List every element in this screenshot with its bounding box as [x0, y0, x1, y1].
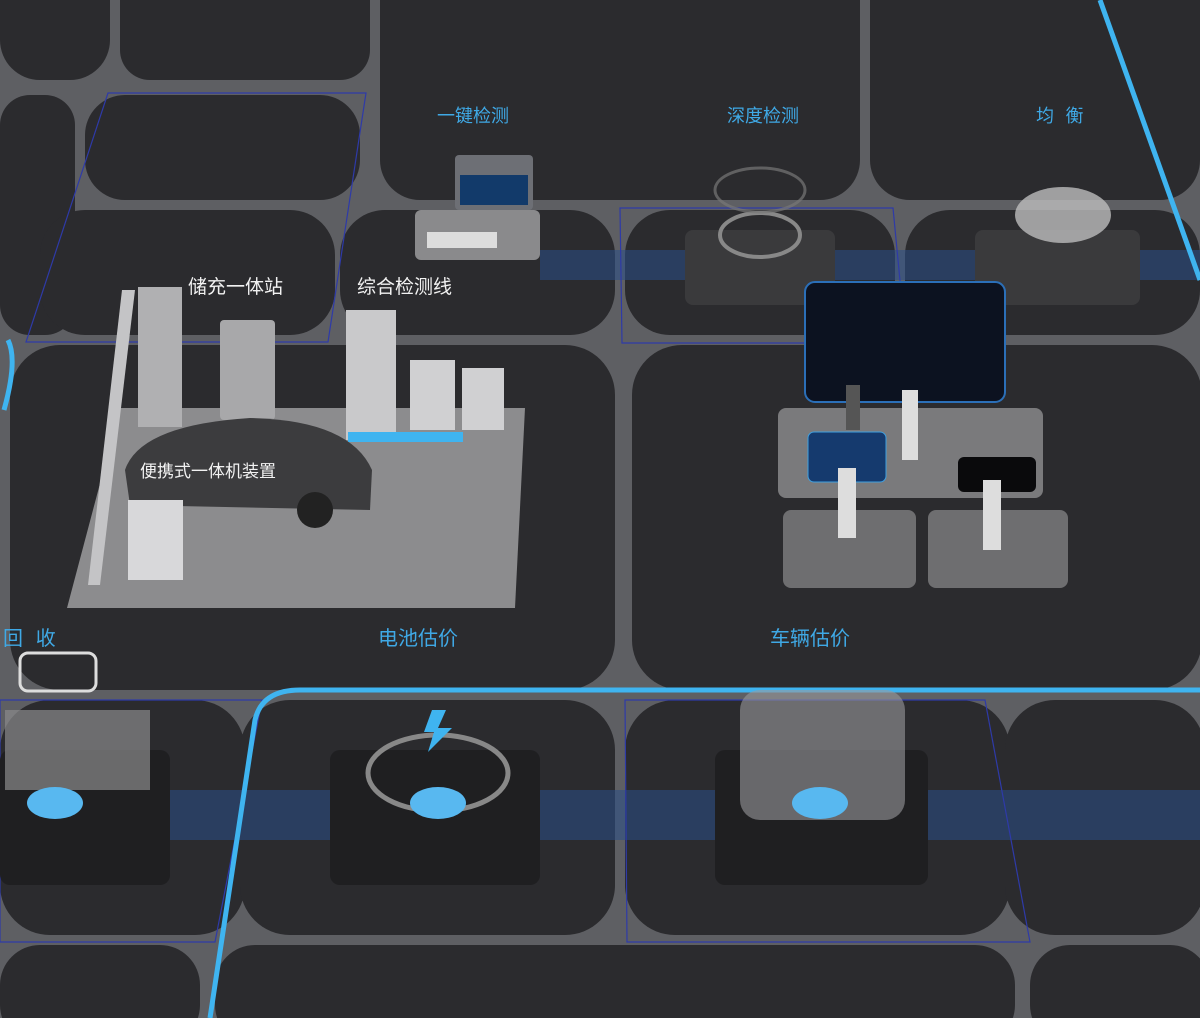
data-flow-strips	[150, 250, 1200, 840]
station-label-balance[interactable]: 均 衡	[1036, 106, 1084, 127]
station-label-vehicle-valuation[interactable]: 车辆估价	[770, 626, 850, 650]
station-label-deep-test[interactable]: 深度检测	[727, 106, 799, 127]
station-models	[0, 155, 1140, 885]
station-label-recycle[interactable]: 回 收	[3, 626, 56, 650]
station-label-battery-valuation[interactable]: 电池估价	[378, 626, 458, 650]
station-label-one-key-test[interactable]: 一键检测	[437, 106, 509, 127]
station-label-portable-unit[interactable]: 便携式一体机装置	[140, 462, 276, 482]
station-label-inspection-line[interactable]: 综合检测线	[357, 276, 453, 298]
station-label-storage-charging[interactable]: 储充一体站	[188, 276, 284, 298]
